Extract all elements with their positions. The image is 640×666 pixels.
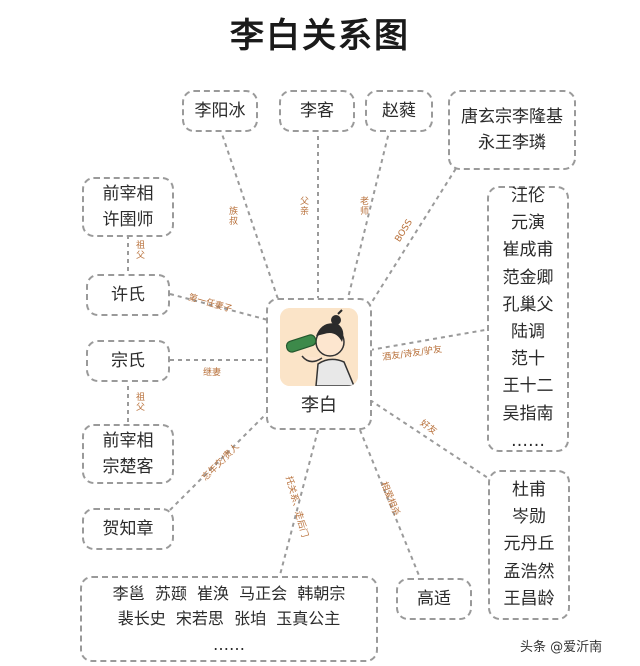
edge-friends	[369, 329, 486, 351]
node-li-bai-label: 李白	[301, 395, 337, 416]
node-gao-shi: 高适	[396, 578, 472, 620]
good-friend-2: 岑勋	[512, 507, 546, 528]
friend-9: 吴指南	[502, 403, 554, 424]
edge-gao-shi	[359, 429, 421, 579]
node-good-friends: 杜甫 岑勋 元丹丘 孟浩然 王昌龄	[488, 470, 570, 620]
node-xu-yushi-line-2: 许圉师	[102, 210, 154, 230]
node-zong-shi: 宗氏	[86, 340, 170, 382]
diagram-title: 李白关系图	[230, 16, 410, 56]
node-xu-shi-label: 许氏	[111, 284, 145, 305]
good-friend-1: 杜甫	[512, 480, 546, 501]
friend-more: ……	[511, 430, 545, 451]
node-xu-yushi-line-1: 前宰相	[102, 183, 154, 204]
node-friends: 汪伦 元演 崔成甫 范金卿 孔巢父 陆调 范十 王十二 吴指南 ……	[487, 186, 569, 452]
friend-1: 汪伦	[511, 186, 545, 207]
friend-5: 孔巢父	[502, 294, 554, 315]
good-friend-4: 孟浩然	[503, 561, 555, 582]
edge-label-zu-fu-1: 祖父	[134, 240, 144, 260]
bottom-group-line-2: 裴长史 宋若思 张垍 玉真公主	[117, 609, 341, 629]
edge-bottom-group	[279, 429, 319, 576]
node-zong-chuke: 前宰相 宗楚客	[82, 424, 174, 484]
node-emperor-2: 永王李璘	[478, 133, 546, 153]
edge-good-friends	[369, 399, 489, 479]
edge-xu-shi	[169, 293, 269, 321]
good-friend-5: 王昌龄	[503, 588, 555, 609]
node-zhao-rui: 赵蕤	[365, 90, 433, 132]
friend-2: 元演	[511, 213, 545, 234]
node-li-bai: 李白	[266, 298, 372, 430]
edge-label-lao-shi: 老师	[358, 196, 368, 216]
edge-li-yangbing	[219, 127, 281, 306]
edge-label-zu-fu-2: 祖父	[134, 392, 144, 412]
edge-label-zu-shu: 族叔	[227, 206, 237, 226]
good-friend-3: 元丹丘	[503, 534, 555, 555]
node-xu-yushi: 前宰相 许圉师	[82, 177, 174, 237]
edge-label-fu-qin: 父亲	[298, 196, 308, 216]
node-he-zhizhang-label: 贺知章	[102, 518, 154, 539]
node-emperor-1: 唐玄宗李隆基	[461, 106, 563, 127]
bottom-group-line-3: ……	[213, 634, 245, 654]
edge-emperors	[369, 161, 461, 306]
friend-8: 王十二	[502, 376, 554, 397]
edge-zhao-rui	[347, 127, 391, 299]
watermark: 头条 @爱沂南	[520, 640, 603, 655]
node-li-yangbing: 李阳冰	[182, 90, 258, 132]
edge-label-ji-qi: 继妻	[203, 368, 222, 378]
node-bottom-group: 李邕 苏颋 崔涣 马正会 韩朝宗 裴长史 宋若思 张垍 玉真公主 ……	[80, 576, 378, 662]
node-xu-shi: 许氏	[86, 274, 170, 316]
friend-7: 范十	[511, 349, 545, 370]
node-emperors: 唐玄宗李隆基 永王李璘	[448, 90, 576, 170]
friend-3: 崔成甫	[502, 240, 554, 261]
node-zong-chuke-line-2: 宗楚客	[102, 457, 154, 477]
node-li-ke-label: 李客	[300, 100, 334, 121]
friend-6: 陆调	[511, 322, 545, 342]
node-li-ke: 李客	[279, 90, 355, 132]
li-bai-portrait	[280, 308, 358, 386]
node-zong-chuke-line-1: 前宰相	[102, 430, 154, 451]
node-zhao-rui-label: 赵蕤	[382, 100, 416, 121]
node-he-zhizhang: 贺知章	[82, 508, 174, 550]
friend-4: 范金卿	[502, 267, 554, 288]
node-gao-shi-label: 高适	[417, 588, 451, 609]
node-li-yangbing-label: 李阳冰	[194, 100, 246, 121]
bottom-group-line-1: 李邕 苏颋 崔涣 马正会 韩朝宗	[112, 583, 346, 603]
node-zong-shi-label: 宗氏	[111, 350, 145, 371]
